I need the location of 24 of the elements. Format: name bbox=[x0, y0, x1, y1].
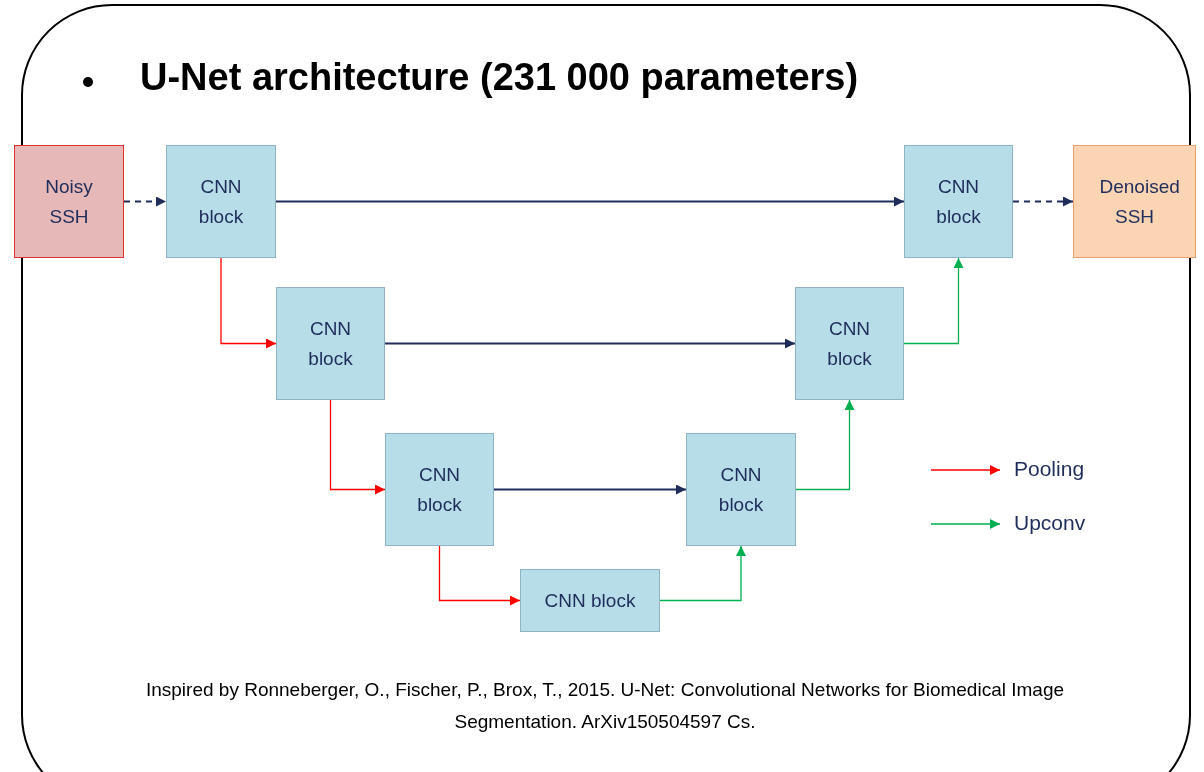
arrow bbox=[384, 338, 796, 349]
cnn-block: CNN block bbox=[520, 569, 660, 632]
cnn-block: CNN block bbox=[904, 145, 1013, 258]
arrow bbox=[1012, 196, 1074, 207]
arrow bbox=[329, 399, 386, 495]
legend-label: Upconv bbox=[1014, 511, 1086, 535]
cnn-block: CNN block bbox=[686, 433, 796, 546]
arrow bbox=[903, 257, 964, 345]
arrow bbox=[659, 545, 746, 602]
output-box: Denoised SSH bbox=[1073, 145, 1196, 258]
cnn-block: CNN block bbox=[385, 433, 494, 546]
arrow bbox=[795, 399, 855, 491]
arrow bbox=[123, 196, 167, 207]
citation-text: Inspired by Ronneberger, O., Fischer, P., Brox, T., 2015. U-Net: Convolutional Networks for Biomedical Image Segmentation. ArXiv150504597 Cs. bbox=[144, 678, 1066, 734]
arrow bbox=[275, 196, 905, 207]
cnn-block: CNN block bbox=[276, 287, 385, 400]
cnn-block: CNN block bbox=[166, 145, 276, 258]
slide-title: U-Net architecture (231 000 parameters) bbox=[140, 56, 859, 99]
arrow bbox=[493, 484, 687, 495]
arrow bbox=[220, 257, 277, 349]
arrow bbox=[438, 545, 521, 606]
legend-label: Pooling bbox=[1014, 457, 1085, 481]
cnn-block: CNN block bbox=[795, 287, 904, 400]
input-box: Noisy SSH bbox=[14, 145, 124, 258]
